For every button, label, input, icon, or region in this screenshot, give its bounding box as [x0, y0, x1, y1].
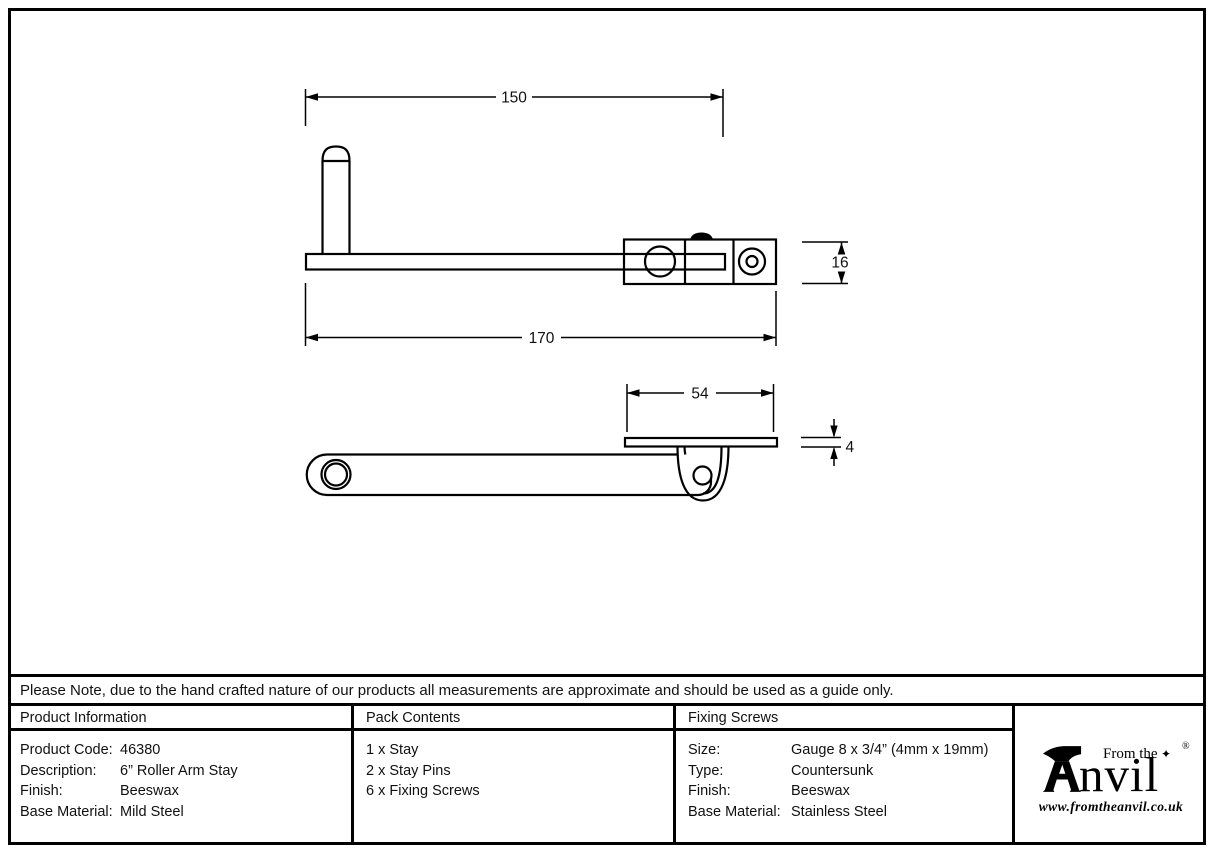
row-value: Mild Steel — [120, 803, 184, 820]
product-information-header: Product Information — [8, 706, 351, 731]
note-bar: Please Note, due to the hand crafted nat… — [8, 674, 1206, 706]
dim-170-label: 170 — [529, 330, 555, 347]
table-row: Type: Countersunk — [688, 761, 1012, 782]
row-label: Type: — [688, 762, 724, 779]
mounting-plate — [623, 436, 779, 448]
arm-end-hole-outer — [320, 458, 352, 491]
page-border — [8, 8, 1206, 845]
table-row: Finish: Beeswax — [688, 781, 1012, 802]
row-value: 46380 — [120, 742, 161, 758]
roller-circle — [643, 245, 677, 278]
dim-4-label: 4 — [846, 439, 855, 456]
hook-hole — [692, 465, 713, 486]
dim-16-label: 16 — [831, 255, 848, 272]
note-text: Please Note, due to the hand crafted nat… — [20, 681, 894, 699]
arm-end-hole-inner — [323, 462, 349, 487]
dim-150-label: 150 — [501, 90, 527, 107]
fixing-screws-header: Fixing Screws — [676, 706, 1012, 731]
table-row: Size: Gauge 8 x 3/4” (4mm x 19mm) — [688, 740, 1012, 761]
anvil-logo: From the nvil ✦ ® www.fromtheanvil.co.uk — [1015, 706, 1206, 842]
row-label: Description: — [20, 762, 97, 779]
row-value: Countersunk — [791, 762, 874, 779]
row-value: 6” Roller Arm Stay — [120, 762, 238, 779]
row-label: Base Material: — [20, 803, 113, 820]
dim-54-label: 54 — [691, 386, 709, 403]
table-row: Product Code: 46380 — [20, 740, 351, 761]
row-value: Gauge 8 x 3/4” (4mm x 19mm) — [791, 742, 989, 758]
row-label: Product Code: — [20, 742, 113, 758]
screw-head-bump — [690, 232, 713, 240]
stay-arm-side — [305, 453, 713, 497]
table-row: Base Material: Mild Steel — [20, 802, 351, 823]
hook-outer — [676, 445, 730, 502]
product-information-column: Product Information Product Code: 46380 … — [8, 706, 354, 842]
row-value: Beeswax — [120, 783, 179, 799]
list-item: 2 x Stay Pins — [366, 762, 451, 779]
stay-pin-body — [321, 159, 351, 254]
fixing-screws-column: Fixing Screws Size: Gauge 8 x 3/4” (4mm … — [676, 706, 1015, 842]
row-value: Stainless Steel — [791, 803, 887, 820]
bracket-outline — [622, 238, 778, 286]
side-view-drawing — [305, 436, 779, 502]
logo-from-the: From the — [1103, 746, 1158, 762]
stay-pin-dome — [321, 145, 351, 162]
logo-cell: From the nvil ✦ ® www.fromtheanvil.co.uk — [1015, 706, 1206, 842]
screw-hole-inner — [745, 254, 759, 269]
table-row: Description: 6” Roller Arm Stay — [20, 761, 351, 782]
spec-table: Product Information Product Code: 46380 … — [8, 706, 1206, 842]
row-label: Base Material: — [688, 803, 781, 820]
table-row: Finish: Beeswax — [20, 781, 351, 802]
logo-website: www.fromtheanvil.co.uk — [1038, 799, 1184, 814]
logo-brand-text: nvil — [1079, 747, 1160, 802]
stay-arm-top — [304, 252, 727, 271]
table-row: Base Material: Stainless Steel — [688, 802, 1012, 823]
row-label: Size: — [688, 742, 721, 758]
dimension-annotations: 150 170 16 54 4 — [304, 89, 855, 466]
hook-inner — [683, 445, 723, 495]
bracket-dividers — [683, 239, 735, 284]
anvil-icon — [1042, 746, 1082, 792]
diamond-icon: ✦ — [1161, 747, 1172, 761]
list-item: 6 x Fixing Screws — [366, 783, 480, 799]
row-label: Finish: — [20, 783, 63, 799]
pack-contents-column: Pack Contents 1 x Stay 2 x Stay Pins 6 x… — [354, 706, 676, 842]
registered-mark: ® — [1182, 741, 1190, 752]
screw-hole-outer — [737, 247, 767, 276]
list-item: 1 x Stay — [366, 742, 419, 758]
pack-contents-header: Pack Contents — [354, 706, 673, 731]
row-value: Beeswax — [791, 783, 850, 799]
row-label: Finish: — [688, 783, 731, 799]
top-view-drawing — [304, 145, 778, 286]
technical-drawing: 150 170 16 54 4 — [304, 89, 855, 502]
